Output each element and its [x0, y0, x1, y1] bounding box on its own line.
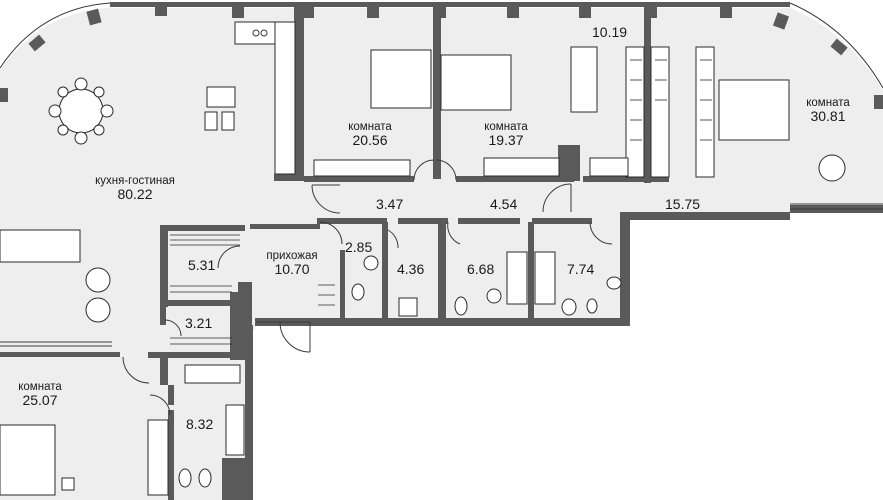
area-label-3-21: 3.21 — [185, 315, 213, 331]
area-label-3-47: 3.47 — [376, 196, 404, 212]
room-name: прихожая — [266, 250, 318, 262]
area-label-7-74: 7.74 — [567, 261, 595, 277]
doors — [122, 159, 613, 416]
area-label-10-19: 10.19 — [592, 24, 628, 40]
room-area: 20.56 — [352, 132, 388, 149]
room-kitchen-living: кухня-гостиная 80.22 — [80, 175, 190, 202]
area-label-2-85: 2.85 — [345, 239, 373, 255]
room-area: 10.70 — [274, 261, 310, 278]
area-label-6-68: 6.68 — [467, 261, 495, 277]
windows — [256, 203, 883, 323]
area-label-5-31: 5.31 — [188, 257, 216, 273]
room-name: комната — [18, 381, 62, 393]
bedroom-furniture — [0, 46, 846, 496]
room-area: 25.07 — [22, 392, 58, 409]
room-area: 19.37 — [488, 132, 524, 149]
sanitary-fixtures — [178, 251, 622, 488]
room-bedroom-1: комната 20.56 — [330, 121, 410, 148]
facade-curve-right — [789, 2, 883, 89]
closet-hatching — [170, 59, 712, 345]
room-hallway: прихожая 10.70 — [252, 250, 332, 277]
room-name: комната — [348, 121, 392, 133]
kitchen-furniture — [0, 21, 296, 347]
area-label-4-36: 4.36 — [397, 261, 425, 277]
area-label-8-32: 8.32 — [186, 416, 214, 432]
room-name: комната — [806, 97, 850, 109]
facade-top — [110, 2, 790, 7]
facade-curve-left — [0, 2, 111, 69]
room-name: комната — [484, 121, 528, 133]
room-bedroom-4: комната 25.07 — [0, 381, 80, 408]
room-bedroom-3: комната 30.81 — [788, 97, 868, 124]
room-area: 80.22 — [117, 186, 153, 203]
room-name: кухня-гостиная — [95, 175, 175, 187]
area-label-4-54: 4.54 — [490, 196, 518, 212]
room-area: 30.81 — [810, 108, 846, 125]
room-bedroom-2: комната 19.37 — [466, 121, 546, 148]
area-label-15-75: 15.75 — [665, 196, 701, 212]
